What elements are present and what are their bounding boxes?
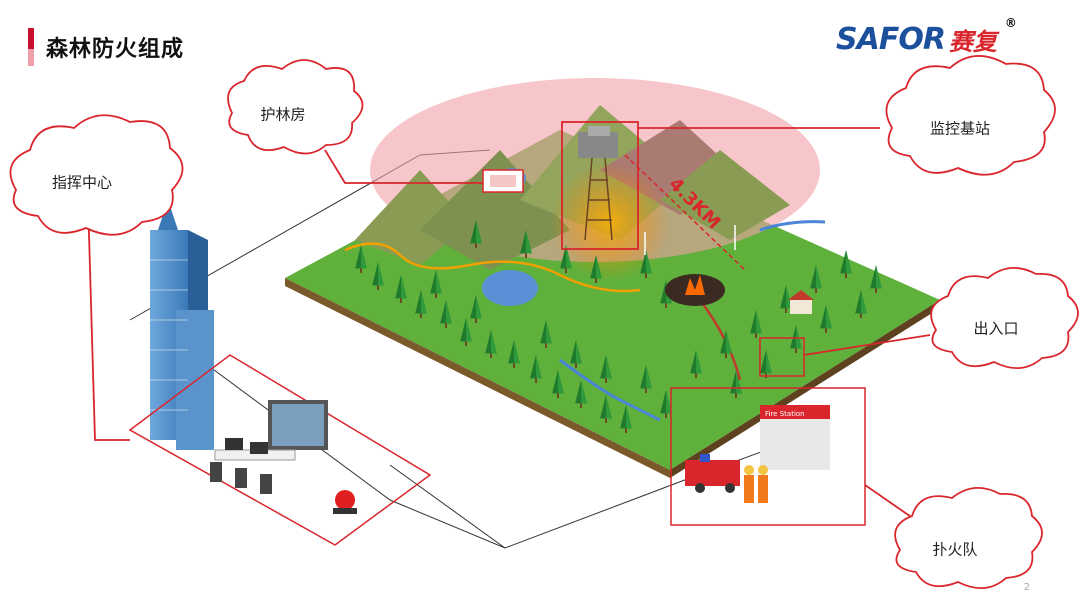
- label-command-center: 指挥中心: [51, 173, 112, 192]
- label-monitor-station: 监控基站: [929, 119, 990, 138]
- monitor-tower: [561, 121, 639, 250]
- cloud-command-center: [9, 114, 184, 236]
- callout-lines: [87, 127, 931, 531]
- command-center-building: [150, 200, 214, 450]
- brand-logo: SAFOR 赛复 ®: [836, 16, 1017, 57]
- title-accent-bar: [28, 28, 34, 66]
- wind-turbines: [644, 225, 736, 255]
- fire-brigade-area: Fire Station: [670, 387, 866, 526]
- ranger-house: [482, 169, 524, 193]
- logo-text-en: SAFOR: [836, 22, 946, 57]
- label-fire-brigade: 扑火队: [932, 540, 978, 559]
- page-title: 森林防火组成: [46, 37, 185, 62]
- logo-text-cn: 赛复: [948, 28, 997, 56]
- cloud-fire-brigade: [894, 487, 1043, 589]
- label-ranger-house: 护林房: [260, 105, 306, 124]
- cloud-ranger-house: [227, 59, 364, 155]
- rivers: [559, 220, 826, 422]
- label-entrance: 出入口: [973, 319, 1019, 338]
- page-header: 森林防火组成: [28, 28, 184, 66]
- fire-station-sign: Fire Station: [765, 410, 805, 418]
- entrance-area: [759, 290, 814, 377]
- control-room-box: [128, 354, 432, 546]
- registered-mark: ®: [1004, 16, 1017, 30]
- page-number: 2: [1023, 582, 1030, 593]
- fire-spot: [665, 274, 725, 306]
- cloud-monitor-station: [885, 55, 1056, 176]
- cloud-entrance: [930, 267, 1079, 369]
